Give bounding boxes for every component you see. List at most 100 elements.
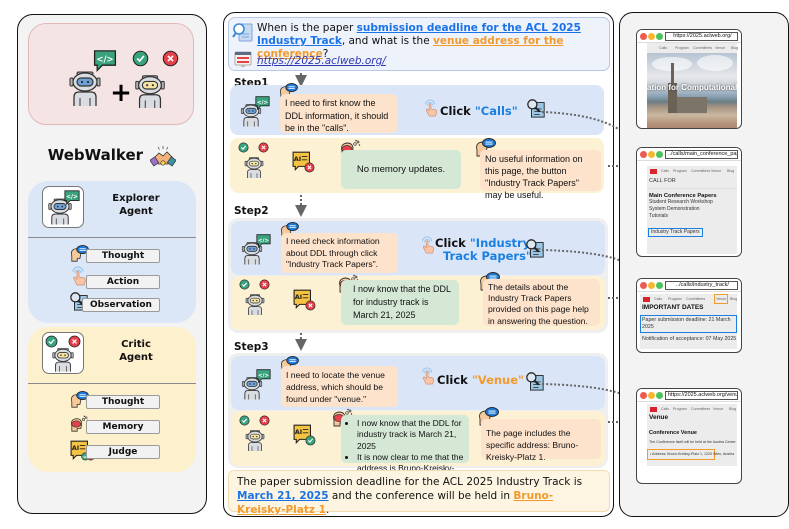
final-answer: The paper submission deadline for the AC… [228, 470, 610, 516]
hero-illustration: + [28, 23, 194, 125]
magnifier-document-icon [525, 237, 545, 259]
address-bar[interactable]: ../calls/industry_track/ [665, 281, 738, 290]
workflow-panel: When is the paper submission deadline fo… [223, 12, 614, 517]
maximize-dot [656, 282, 663, 289]
nav-calls[interactable]: Calls [659, 46, 667, 50]
start-url-link[interactable]: https://2025.aclweb.org/ [257, 55, 386, 67]
page-content: Calls Program Committees Venue Blog CALL… [647, 166, 737, 254]
chip-thought: Thought [86, 395, 160, 409]
browser-window-venue: https://2025.aclweb.org/venue/ Calls Pro… [636, 388, 742, 484]
section-heading: IMPORTANT DATES [642, 304, 704, 311]
explorer-agent-card: Explorer Agent Thought Action Observatio… [28, 181, 196, 323]
maximize-dot [656, 33, 663, 40]
nav-committees[interactable]: Committees [691, 407, 711, 411]
step-2-label: Step2 [234, 205, 269, 217]
nav-committees[interactable]: Committees [691, 169, 711, 173]
explorer-agent-avatar [42, 186, 84, 228]
critic-agent-avatar [42, 332, 84, 374]
action-label: Click "Venue" [437, 373, 525, 387]
critic-agent-name: Critic Agent [119, 339, 153, 363]
explorer-thought-bubble: I need to first know the DDL information… [280, 94, 397, 133]
critic-robot-icon [239, 279, 270, 316]
nav-program[interactable]: Program [673, 169, 687, 173]
explorer-row: I need to first know the DDL information… [230, 85, 604, 135]
vienna-cityscape-image: ation for Computational [647, 53, 737, 128]
nav-blog[interactable]: Blog [727, 169, 735, 173]
browser-toolbar: ../calls/industry_track/ [637, 279, 741, 292]
link-system-demo[interactable]: System Demonstration [649, 206, 700, 212]
webpage-icon [234, 51, 252, 67]
critic-thought-bubble: No useful information on this page, the … [480, 150, 601, 200]
link-tutorials[interactable]: Tutorials [649, 213, 668, 219]
nav-program[interactable]: Program [675, 46, 689, 50]
divider [28, 383, 196, 384]
nav-blog[interactable]: Blog [729, 407, 737, 411]
notification-line: Notification of acceptance: 07 May 2025 [642, 336, 737, 342]
nav-committees[interactable]: Committees [686, 297, 706, 301]
critic-robot-icon [239, 415, 270, 452]
acl-logo [650, 169, 657, 174]
venue-address-line: • Address: Bruno-Kreisky-Platz 1, 1220 W… [647, 449, 734, 460]
nav-venue[interactable]: Venue [715, 46, 726, 50]
nav-program[interactable]: Program [673, 407, 687, 411]
explorer-thought-bubble: I need check information about DDL throu… [281, 233, 398, 273]
question-highlight-deadline: submission deadline for the ACL 2025 Ind… [257, 22, 581, 47]
cross-icon [162, 50, 179, 67]
tap-hand-icon [419, 366, 437, 386]
critic-row: No memory updates. No useful information… [230, 138, 604, 200]
close-dot [640, 392, 647, 399]
page-content: Calls Program Committees Venue Blog Venu… [647, 404, 737, 466]
minimize-dot [648, 33, 655, 40]
browser-pages-panel: https://2025.aclweb.org/ Calls Program C… [619, 12, 789, 517]
page-content: Calls Program Committees Venue Blog atio… [647, 43, 739, 128]
chip-memory: Memory [86, 420, 160, 434]
maximize-dot [656, 151, 663, 158]
chip-thought: Thought [86, 249, 160, 263]
nav-committees[interactable]: Committees [693, 46, 713, 50]
nav-program[interactable]: Program [668, 297, 682, 301]
chip-observation: Observation [82, 298, 160, 312]
link-student-workshop[interactable]: Student Research Workshop [649, 199, 713, 205]
explorer-row: I need check information about DDL throu… [231, 221, 605, 275]
site-nav: Calls Program Committees Venue Blog [647, 43, 739, 53]
brand-title: WebWalker [18, 143, 206, 167]
step-1: I need to first know the DDL information… [228, 85, 608, 200]
close-dot [640, 33, 647, 40]
answer-date: March 21, 2025 [237, 490, 329, 502]
nav-venue[interactable]: Venue [714, 294, 729, 304]
explorer-robot-icon [69, 50, 117, 107]
critic-thought-bubble: The page includes the specific address: … [481, 419, 601, 462]
answer-venue: Bruno-Kreisky-Platz 1 [237, 490, 554, 516]
critic-row: I now know that the DDL for industry tra… [231, 411, 605, 484]
nav-venue[interactable]: Venue [713, 407, 724, 411]
nav-blog[interactable]: Blog [731, 46, 739, 50]
step-3: I need to locate the venue address, whic… [228, 353, 608, 484]
plus-icon: + [110, 78, 132, 108]
link-industry-track[interactable]: Industry Track Papers [648, 228, 703, 237]
browser-window-home: https://2025.aclweb.org/ Calls Program C… [636, 29, 742, 129]
address-bar[interactable]: https://2025.aclweb.org/venue/ [665, 391, 738, 400]
step-2: I need check information about DDL throu… [228, 218, 608, 333]
magnifier-document-icon [525, 370, 545, 392]
explorer-row: I need to locate the venue address, whic… [231, 356, 605, 410]
minimize-dot [648, 392, 655, 399]
browser-toolbar: https://2025.aclweb.org/venue/ [637, 389, 741, 402]
memory-bubble: I now know that the DDL for industry tra… [341, 415, 469, 484]
acl-logo [643, 297, 650, 302]
nav-calls[interactable]: Calls [661, 407, 669, 411]
nav-blog[interactable]: Blog [730, 297, 738, 301]
browser-window-industry-track: ../calls/industry_track/ Calls Program C… [636, 278, 742, 353]
browser-toolbar: https://2025.aclweb.org/ [637, 30, 741, 43]
explorer-thought-bubble: I need to locate the venue address, whic… [281, 366, 398, 407]
link-main-conference[interactable]: Main Conference Papers [649, 193, 717, 199]
nav-calls[interactable]: Calls [654, 297, 662, 301]
chip-judge: Judge [86, 445, 160, 459]
nav-calls[interactable]: Calls [661, 169, 669, 173]
divider [28, 237, 196, 238]
action-target: "Venue" [471, 373, 525, 387]
close-dot [640, 151, 647, 158]
address-bar[interactable]: https://2025.aclweb.org/ [665, 32, 738, 41]
nav-venue[interactable]: Venue [711, 169, 722, 173]
